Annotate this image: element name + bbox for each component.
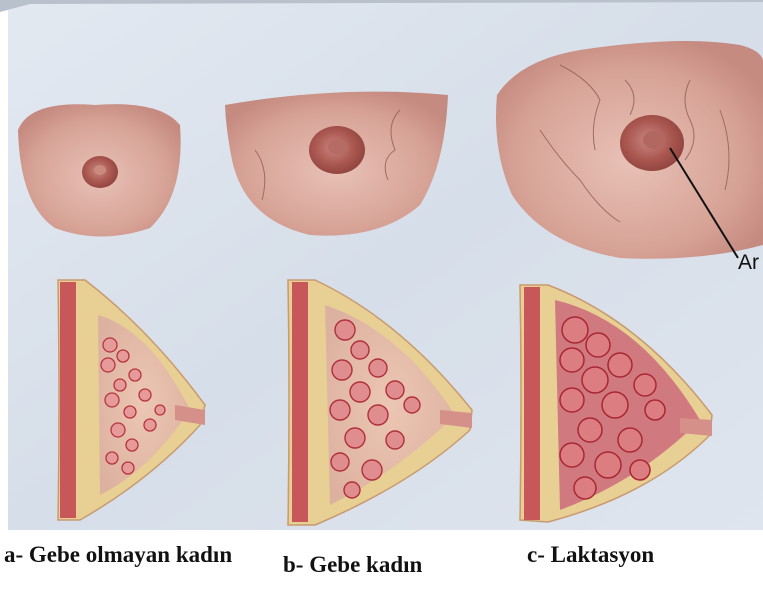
caption-pregnant: b- Gebe kadın	[283, 551, 422, 579]
caption-lactation: c- Laktasyon	[527, 541, 654, 569]
pointer-label: Ar	[738, 251, 759, 274]
external-view-a	[18, 104, 181, 236]
caption-non-pregnant: a- Gebe olmayan kadın	[4, 541, 254, 569]
